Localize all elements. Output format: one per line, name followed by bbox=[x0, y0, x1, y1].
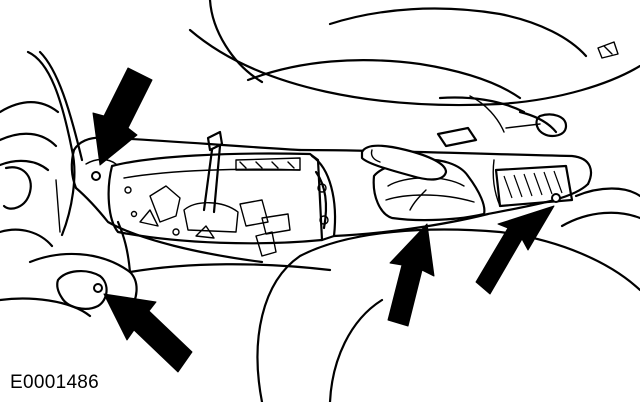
gearshift-opening bbox=[107, 130, 324, 257]
bolt-holes bbox=[91, 171, 561, 293]
arrow-right bbox=[475, 205, 555, 295]
arrow-center bbox=[387, 223, 435, 327]
handbrake-area bbox=[298, 144, 592, 238]
dashboard-outline bbox=[0, 50, 84, 248]
console-trim-divider bbox=[310, 154, 337, 242]
figure-id-label: E0001486 bbox=[10, 372, 100, 393]
bolt-hole-upper-left bbox=[91, 171, 101, 181]
console-lower-front bbox=[0, 220, 332, 318]
bolt-hole-lower-left bbox=[93, 283, 103, 293]
seat-outlines bbox=[188, 0, 640, 402]
bolt-hole-right bbox=[551, 193, 561, 203]
arrow-upper-left bbox=[92, 67, 153, 166]
arrow-lower-left bbox=[103, 293, 193, 373]
